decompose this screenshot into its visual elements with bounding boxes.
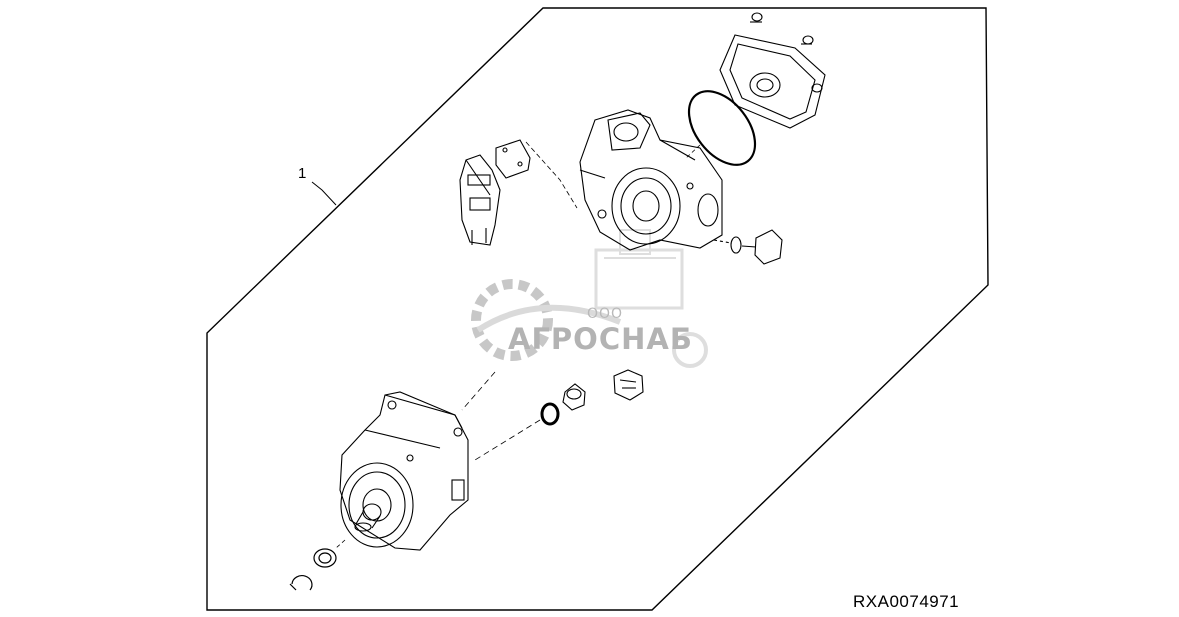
motor-body (339, 391, 469, 551)
kit-frame (206, 7, 989, 611)
small-o-ring (540, 402, 560, 426)
pump-housing (579, 109, 723, 251)
retaining-ring (291, 575, 313, 591)
figure-id-label: RXA0074971 (853, 592, 960, 611)
control-valve (459, 154, 501, 246)
output-shaft (354, 503, 382, 532)
gasket-plate (495, 139, 531, 179)
assembly-line-seal (335, 539, 346, 549)
watermark-logo (471, 229, 708, 368)
callout-label: 1 (298, 165, 307, 182)
shaft-seal (313, 548, 337, 568)
watermark-prefix: ООО (587, 306, 624, 322)
watermark-brand: АГРОСНАБ (508, 322, 693, 356)
flange-cover-plate (719, 12, 826, 129)
callout-leader (311, 181, 337, 206)
assembly-line-valve (525, 141, 578, 209)
hex-nut (613, 369, 644, 401)
plug-fitting-right (713, 229, 783, 265)
large-o-ring (687, 90, 757, 166)
assembly-line-upper (461, 371, 496, 411)
assembly-line-shaft (474, 419, 541, 461)
bearing-cup (562, 383, 586, 411)
